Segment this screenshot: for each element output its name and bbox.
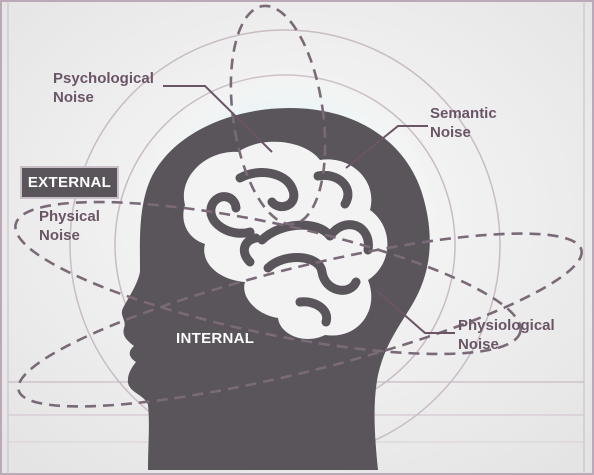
- orbit-top: [229, 4, 327, 226]
- label-semantic-noise: Semantic Noise: [430, 105, 497, 141]
- connector-semantic: [345, 125, 428, 169]
- orbit-upper: [14, 200, 522, 356]
- label-external: EXTERNAL: [20, 166, 119, 199]
- connector-physiological: [375, 289, 455, 334]
- connector-psychological: [163, 85, 273, 153]
- label-physical-noise: Physical Noise: [39, 208, 100, 244]
- label-physiological-noise: Physiological Noise: [458, 317, 555, 353]
- label-psychological-noise: Psychological Noise: [53, 70, 154, 106]
- orbits: [14, 4, 583, 408]
- label-internal: INTERNAL: [176, 330, 255, 347]
- connectors: [163, 85, 455, 334]
- orbit-lower: [17, 232, 583, 408]
